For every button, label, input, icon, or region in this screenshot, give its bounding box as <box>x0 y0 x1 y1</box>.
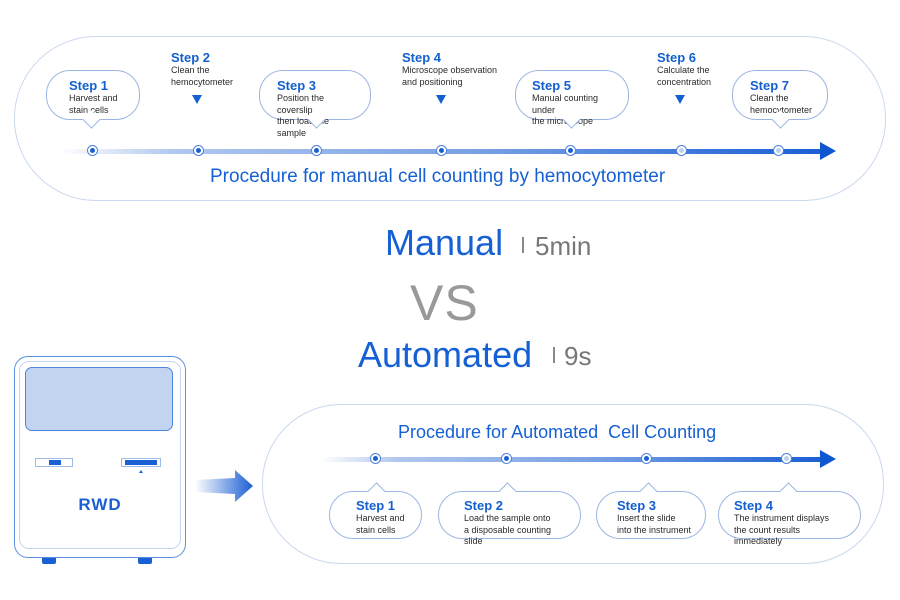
separator <box>553 347 555 363</box>
step-title: Step 7 <box>750 78 790 93</box>
arrow-head-icon <box>820 142 836 160</box>
cell-counter-device: RWD <box>14 356 186 564</box>
automated-step-2: Step 2 Load the sample onto a disposable… <box>438 482 581 546</box>
step-desc-line1: Position the coverslip <box>277 93 325 115</box>
step-title: Step 6 <box>657 50 697 65</box>
device-foot <box>42 558 56 564</box>
step-title: Step 4 <box>734 498 774 513</box>
step-desc-line2: the count results immediately <box>734 524 801 547</box>
manual-label: Manual <box>385 222 504 263</box>
timeline-node <box>641 453 652 464</box>
down-triangle-icon <box>192 95 202 104</box>
step-title: Step 1 <box>69 78 109 93</box>
automated-timeline <box>320 450 836 468</box>
automated-step-1: Step 1 Harvest and stain cells <box>329 482 422 539</box>
step-desc-line2: then load the sample <box>277 116 330 138</box>
step-title: Step 4 <box>402 50 442 65</box>
step-title: Step 3 <box>617 498 657 513</box>
timeline-node <box>436 145 447 156</box>
automated-label: Automated <box>358 334 533 375</box>
automated-step-4: Step 4 The instrument displays the count… <box>718 482 861 546</box>
step-desc-line2: stain cells <box>69 104 109 115</box>
manual-step-3: Step 3 Position the coverslip then load … <box>259 70 371 138</box>
step-desc-line1: Harvest and <box>69 93 118 103</box>
timeline-node <box>781 453 792 464</box>
timeline-bar <box>320 457 822 462</box>
timeline-node <box>370 453 381 464</box>
step-title: Step 5 <box>532 78 572 93</box>
device-inner-outline <box>19 361 181 549</box>
transition-arrow-icon <box>195 470 253 502</box>
automated-step-3: Step 3 Insert the slide into the instrum… <box>596 482 706 539</box>
manual-step-5: Step 5 Manual counting under the microsc… <box>515 70 629 129</box>
step-desc-line2: into the instrument <box>617 524 692 535</box>
timeline-node <box>193 145 204 156</box>
timeline-node <box>565 145 576 156</box>
step-desc-line1: Insert the slide <box>617 513 676 523</box>
separator <box>522 237 524 253</box>
timeline-node <box>773 145 784 156</box>
manual-step-7: Step 7 Clean the hemocytometer <box>732 70 828 129</box>
step-desc-line1: Harvest and <box>356 513 405 523</box>
timeline-node <box>676 145 687 156</box>
automated-procedure-title: Procedure for Automated Cell Counting <box>398 422 717 442</box>
down-triangle-icon <box>675 95 685 104</box>
slot-marker-icon <box>139 470 143 473</box>
slot-indicator <box>49 460 61 465</box>
arrow-head-icon <box>820 450 836 468</box>
timeline-node <box>87 145 98 156</box>
manual-timeline <box>60 142 836 160</box>
step-desc-line2: concentration <box>657 76 712 87</box>
step-desc-line1: Microscope observation <box>402 65 498 75</box>
timeline-node <box>311 145 322 156</box>
step-desc-line1: Calculate the <box>657 65 710 75</box>
timeline-node <box>501 453 512 464</box>
step-desc-line2: stain cells <box>356 524 396 535</box>
device-slot-left <box>35 458 73 467</box>
manual-step-2: Step 2 Clean the hemocytometer <box>171 50 234 104</box>
step-desc-line1: Clean the <box>750 93 789 103</box>
step-title: Step 2 <box>464 498 504 513</box>
step-title: Step 3 <box>277 78 317 93</box>
manual-step-6: Step 6 Calculate the concentration <box>657 50 712 104</box>
step-desc-line1: The instrument displays <box>734 513 830 523</box>
step-title: Step 2 <box>171 50 211 65</box>
automated-time: 9s <box>564 341 592 371</box>
manual-step-1: Step 1 Harvest and stain cells <box>46 70 140 129</box>
device-screen <box>25 367 173 431</box>
step-desc-line2: the microscope <box>532 116 594 126</box>
device-brand-logo: RWD <box>78 495 122 514</box>
manual-procedure-panel <box>14 36 886 201</box>
step-desc-line2: hemocytometer <box>750 104 813 115</box>
step-title: Step 1 <box>356 498 396 513</box>
step-desc-line2: a disposable counting slide <box>464 524 552 547</box>
device-foot <box>138 558 152 564</box>
step-desc-line1: Clean the <box>171 65 210 75</box>
slot-indicator <box>125 460 157 465</box>
manual-time: 5min <box>535 231 592 261</box>
step-desc-line1: Manual counting under <box>532 93 599 115</box>
step-desc-line1: Load the sample onto <box>464 513 551 523</box>
step-desc-line2: and positioning <box>402 76 463 87</box>
device-slide-slot <box>121 458 161 467</box>
step-desc-line2: hemocytometer <box>171 76 234 87</box>
vs-label: VS <box>410 275 479 331</box>
manual-step-4: Step 4 Microscope observation and positi… <box>402 50 498 104</box>
manual-procedure-title: Procedure for manual cell counting by he… <box>210 166 666 187</box>
down-triangle-icon <box>436 95 446 104</box>
